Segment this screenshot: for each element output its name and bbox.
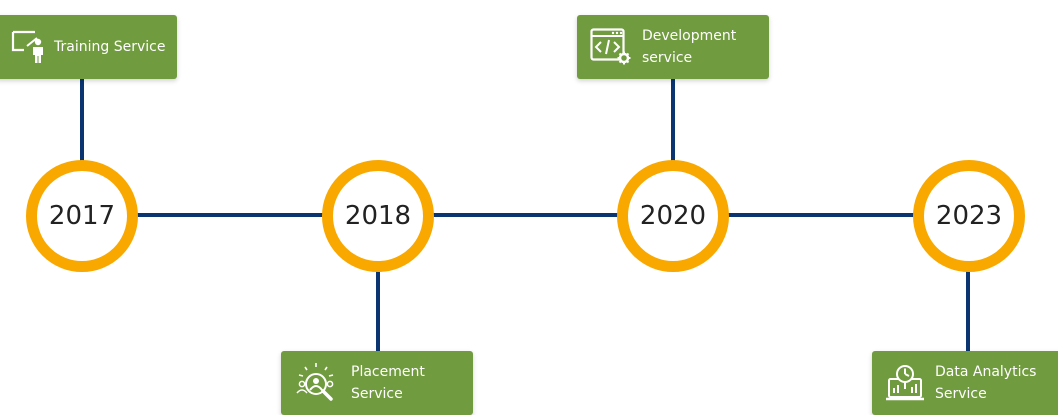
timeline-segment — [137, 213, 323, 217]
data-analytics-service-card: Data Analytics Service — [872, 351, 1058, 415]
year-label: 2017 — [48, 201, 116, 231]
connector-line — [966, 268, 970, 353]
year-label: 2020 — [639, 201, 707, 231]
card-label-line: Development — [642, 28, 737, 44]
year-label: 2023 — [935, 201, 1003, 231]
timeline-segment — [433, 213, 618, 217]
card-label-line: service — [642, 50, 693, 66]
code-window-icon — [589, 28, 633, 66]
card-label-line: Service — [351, 386, 403, 402]
year-label: 2018 — [344, 201, 412, 231]
training-service-card: Training Service — [0, 15, 177, 79]
presenter-board-icon — [6, 30, 48, 64]
talent-search-icon — [293, 362, 339, 404]
connector-line — [671, 79, 675, 162]
placement-service-card: Placement Service — [281, 351, 473, 415]
card-label: Training Service — [54, 36, 165, 58]
analytics-laptop-icon — [884, 363, 926, 403]
year-node-2023: 2023 — [913, 160, 1025, 272]
year-node-2020: 2020 — [617, 160, 729, 272]
card-label: Placement Service — [351, 361, 425, 405]
year-node-2017: 2017 — [26, 160, 138, 272]
card-label-line: Placement — [351, 364, 425, 380]
connector-line — [376, 268, 380, 353]
connector-line — [80, 79, 84, 162]
card-label: Development service — [642, 25, 736, 69]
card-label: Data Analytics Service — [935, 361, 1036, 405]
card-label-line: Data Analytics — [935, 364, 1037, 380]
year-node-2018: 2018 — [322, 160, 434, 272]
card-label-line: Training Service — [54, 39, 166, 55]
card-label-line: Service — [935, 386, 987, 402]
timeline-segment — [728, 213, 914, 217]
development-service-card: Development service — [577, 15, 769, 79]
